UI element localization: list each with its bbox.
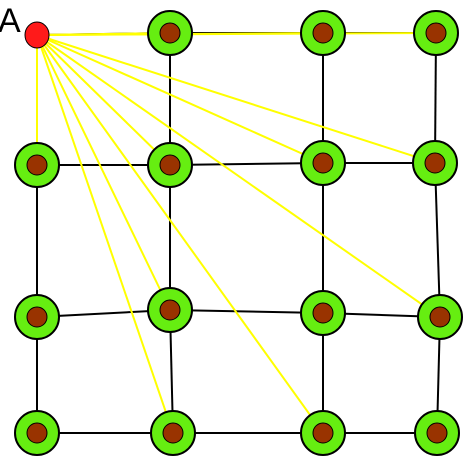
ray-line [36,32,437,36]
node-inner-dot [429,306,451,328]
node-inner-dot [426,422,448,444]
node-inner-dot [26,306,48,328]
grid-edge-horizontal [169,309,324,314]
ray-line [36,34,171,166]
node-inner-dot [424,152,446,174]
node-inner-dot [162,422,184,444]
ray-line [36,34,436,164]
ray-line [36,34,324,434]
source-node [24,21,50,49]
node-inner-dot [425,22,447,44]
nodes [14,10,463,456]
node-inner-dot [312,302,334,324]
node-inner-dot [159,22,181,44]
source-label: A [0,2,21,40]
ray-line [36,34,324,164]
node-inner-dot [312,152,334,174]
ray-line [36,34,174,434]
grid-edge-horizontal [169,162,324,166]
node-inner-dot [159,299,181,321]
grid-edge-vertical [434,162,441,318]
node-inner-dot [26,154,48,176]
ray-line [36,34,171,311]
node-inner-dot [312,22,334,44]
yellow-rays [36,32,441,434]
node-inner-dot [159,154,181,176]
node-inner-dot [26,422,48,444]
source-node-group [24,21,50,49]
node-inner-dot [312,422,334,444]
ray-line [36,34,441,318]
